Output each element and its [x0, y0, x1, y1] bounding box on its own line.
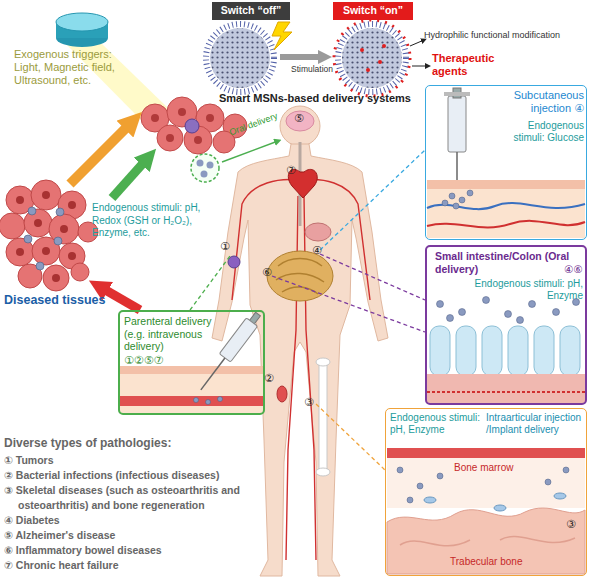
list-item: ⑥ Inflammatory bowel diseases	[4, 543, 266, 558]
panel-title: Parenteral delivery (e.g. intravenous de…	[124, 315, 228, 353]
callout-number: ⑥	[262, 266, 278, 279]
callout-numbers: ④⑥	[539, 263, 583, 276]
list-heading: Diverse types of pathologies:	[4, 436, 264, 450]
switch-off-box: Switch “off”	[212, 2, 290, 20]
switch-label: Switch “on”	[333, 3, 413, 17]
callout-number: ①	[220, 240, 236, 253]
stimuli-note: Endogenous stimuli: pH, Enzyme	[390, 412, 484, 436]
callout-number: ⑦	[286, 164, 302, 177]
callout-numbers: ①②⑤⑦	[124, 354, 204, 367]
trigger-note: Exogenous triggers: Light, Magnetic fiel…	[14, 48, 136, 87]
intestine-panel: Small intestine/Colon (Oral delivery)④⑥ E…	[425, 245, 587, 405]
switch-on-box: Switch “on”	[333, 2, 413, 20]
list-item: ④ Diabetes	[4, 513, 266, 528]
list-item: ② Bacterial infections (infectious disea…	[4, 468, 266, 483]
list-item: ⑦ Chronic heart failure	[4, 558, 266, 573]
parenteral-panel: Parenteral delivery (e.g. intravenous de…	[118, 310, 265, 415]
panel-title: Small intestine/Colon (Oral delivery)	[435, 250, 575, 276]
tissue-label: Diseased tissues	[4, 293, 114, 307]
stimulation-label: Stimulation	[282, 64, 342, 74]
stimuli-note: Endogenous stimuli: pH, Enzyme	[467, 278, 583, 302]
callout-number: ⑤	[294, 112, 310, 125]
route-note: Intraarticular injection /Implant delive…	[486, 412, 584, 436]
callout-number: ③	[566, 518, 582, 531]
callout-number: ②	[264, 372, 280, 385]
system-label: Smart MSNs-based delivery systems	[215, 92, 415, 104]
list-item: ⑤ Alzheimer's disease	[4, 528, 266, 543]
switch-label: Switch “off”	[212, 3, 290, 17]
region-label: Bone marrow	[454, 462, 544, 473]
list-item: ① Tumors	[4, 453, 266, 468]
list-item: ③ Skeletal diseases (such as osteoarthri…	[4, 483, 266, 513]
agents-label: Therapeutic agents	[432, 52, 532, 78]
region-label: Trabecular bone	[450, 556, 550, 567]
stimuli-note: Endogenous stimuli: pH, Redox (GSH or H₂…	[92, 202, 227, 240]
stimuli-note: Endogenous stimuli: Glucose	[500, 120, 584, 144]
panel-title: Subcutaneous injection ④	[500, 89, 584, 115]
subcutaneous-panel: Subcutaneous injection ④ Endogenous stimu…	[425, 85, 587, 240]
callout-number: ④	[312, 244, 328, 257]
bone-panel: Endogenous stimuli: pH, EnzymeIntraartic…	[385, 408, 587, 576]
callout-number: ③	[304, 396, 320, 409]
modification-label: Hydrophilic functional modification	[424, 30, 590, 40]
